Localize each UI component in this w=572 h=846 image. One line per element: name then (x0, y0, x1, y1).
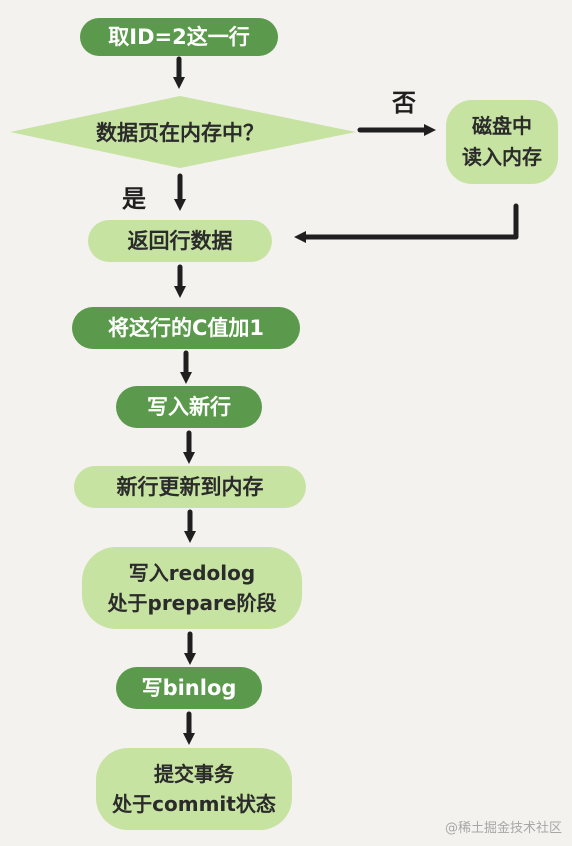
node-write-new-row-label: 写入新行 (147, 395, 231, 419)
node-decision-label: 数据页在内存中？ (96, 121, 264, 145)
node-add-one: 将这行的C值加1 (72, 307, 300, 349)
node-return-row-label: 返回行数据 (128, 229, 233, 253)
node-redolog-shape (82, 547, 302, 629)
edge-label-no: 否 (391, 89, 416, 117)
node-commit-shape (96, 748, 292, 830)
node-binlog: 写binlog (116, 667, 262, 709)
node-take-row-shape (80, 18, 278, 56)
node-add-one-label: 将这行的C值加1 (108, 316, 264, 340)
node-decision: 数据页在内存中？ (10, 96, 356, 168)
edge-label-yes: 是 (122, 185, 146, 213)
node-redolog-label-line2: 处于prepare阶段 (107, 591, 277, 615)
node-write-new-row-shape (116, 386, 262, 428)
node-add-one-shape (72, 307, 300, 349)
node-update-memory-shape (74, 466, 306, 508)
node-disk-read: 磁盘中 读入内存 (446, 100, 558, 184)
node-update-memory: 新行更新到内存 (74, 466, 306, 508)
node-commit-label-line1: 提交事务 (154, 762, 235, 786)
node-disk-read-label-line2: 读入内存 (462, 145, 542, 169)
node-disk-read-shape (446, 100, 558, 184)
node-take-row-label: 取ID=2这一行 (108, 25, 249, 49)
node-decision-shape (10, 96, 356, 168)
node-commit: 提交事务 处于commit状态 (96, 748, 292, 830)
node-binlog-shape (116, 667, 262, 709)
node-binlog-label: 写binlog (142, 676, 237, 700)
node-redolog-label-line1: 写入redolog (129, 561, 255, 585)
node-redolog: 写入redolog 处于prepare阶段 (82, 547, 302, 629)
node-write-new-row: 写入新行 (116, 386, 262, 428)
node-take-row: 取ID=2这一行 (80, 18, 278, 56)
watermark-text: @稀土掘金技术社区 (444, 821, 562, 836)
node-disk-read-label-line1: 磁盘中 (472, 114, 532, 138)
node-return-row-shape (88, 220, 272, 262)
node-commit-label-line2: 处于commit状态 (111, 792, 276, 816)
node-update-memory-label: 新行更新到内存 (117, 475, 264, 499)
arrow-disk-to-return (294, 203, 519, 243)
node-return-row: 返回行数据 (88, 220, 272, 262)
